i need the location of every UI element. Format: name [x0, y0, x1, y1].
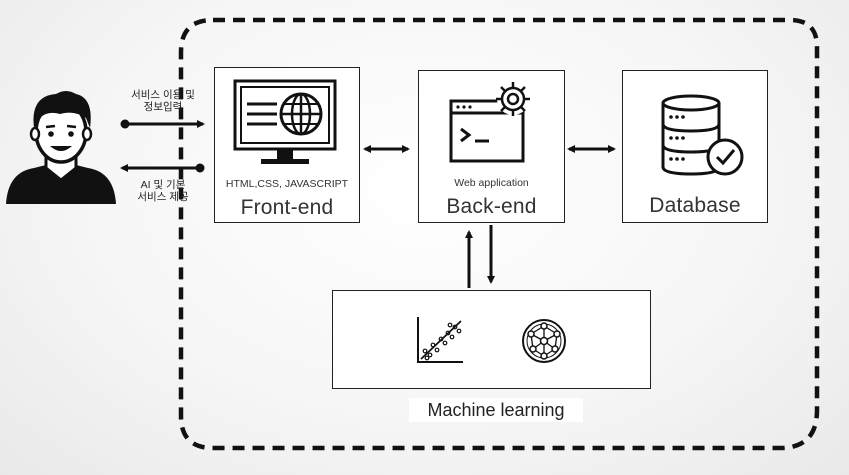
database-box: Database — [622, 70, 768, 223]
user-to-frontend-arrow — [120, 119, 205, 129]
ml-box — [332, 290, 651, 389]
frontend-subtitle: HTML,CSS, JAVASCRIPT — [225, 178, 349, 190]
scatter-plot-icon — [417, 317, 463, 363]
user-to-frontend-note: 서비스 이용 및 정보입력 — [120, 89, 206, 113]
frontend-to-user-note: AI 및 기본 서비스 제공 — [120, 179, 206, 203]
backend-title: Back-end — [446, 195, 537, 218]
note-line: 서비스 이용 및 — [131, 89, 195, 101]
backend-subtitle: Web application — [454, 177, 529, 189]
user-icon — [6, 91, 116, 204]
terminal-gear-icon — [449, 82, 530, 163]
frontend-box: HTML,CSS, JAVASCRIPT Front-end — [214, 67, 360, 223]
database-title: Database — [649, 194, 741, 217]
frontend-title: Front-end — [240, 196, 334, 219]
monitor-globe-icon — [233, 79, 337, 164]
database-check-icon — [661, 94, 744, 176]
frontend-to-user-arrow — [120, 163, 205, 173]
note-line: AI 및 기본 — [140, 179, 186, 191]
backend-box: Web application Back-end — [418, 70, 565, 223]
note-line: 서비스 제공 — [137, 191, 189, 203]
neural-network-icon — [522, 319, 566, 363]
note-line: 정보입력 — [143, 101, 183, 113]
ml-title: Machine learning — [409, 398, 583, 422]
backend-ml-arrows — [465, 225, 495, 288]
